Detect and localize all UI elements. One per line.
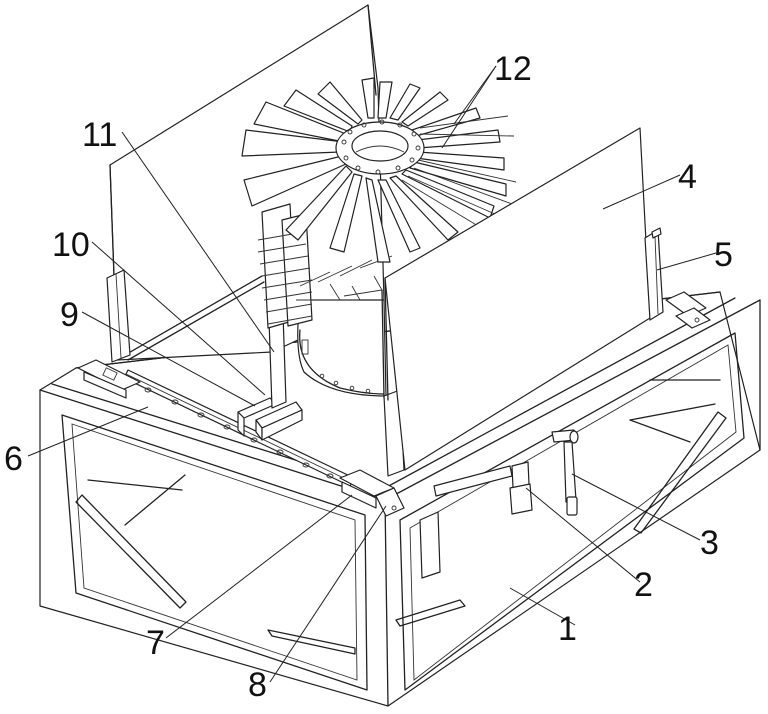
callout-9: 9 bbox=[60, 296, 79, 334]
callout-6: 6 bbox=[4, 440, 23, 478]
callout-5: 5 bbox=[714, 236, 733, 274]
callout-8: 8 bbox=[248, 666, 267, 704]
callout-7: 7 bbox=[146, 624, 165, 662]
callout-12: 12 bbox=[494, 50, 532, 88]
callout-11: 11 bbox=[82, 116, 118, 154]
handle bbox=[551, 429, 579, 516]
slide-block-right bbox=[339, 469, 405, 517]
leader-lines bbox=[27, 65, 717, 683]
left-post bbox=[106, 269, 131, 363]
fan-impeller bbox=[241, 77, 517, 329]
inner-support bbox=[419, 461, 533, 579]
callout-1: 1 bbox=[558, 610, 577, 648]
callout-10: 10 bbox=[52, 226, 90, 264]
slide-block-left bbox=[77, 359, 141, 399]
right-post bbox=[644, 227, 664, 321]
callout-4: 4 bbox=[678, 158, 697, 196]
callout-2: 2 bbox=[634, 566, 653, 604]
callout-3: 3 bbox=[700, 524, 719, 562]
slide-block-back-right bbox=[665, 291, 711, 329]
